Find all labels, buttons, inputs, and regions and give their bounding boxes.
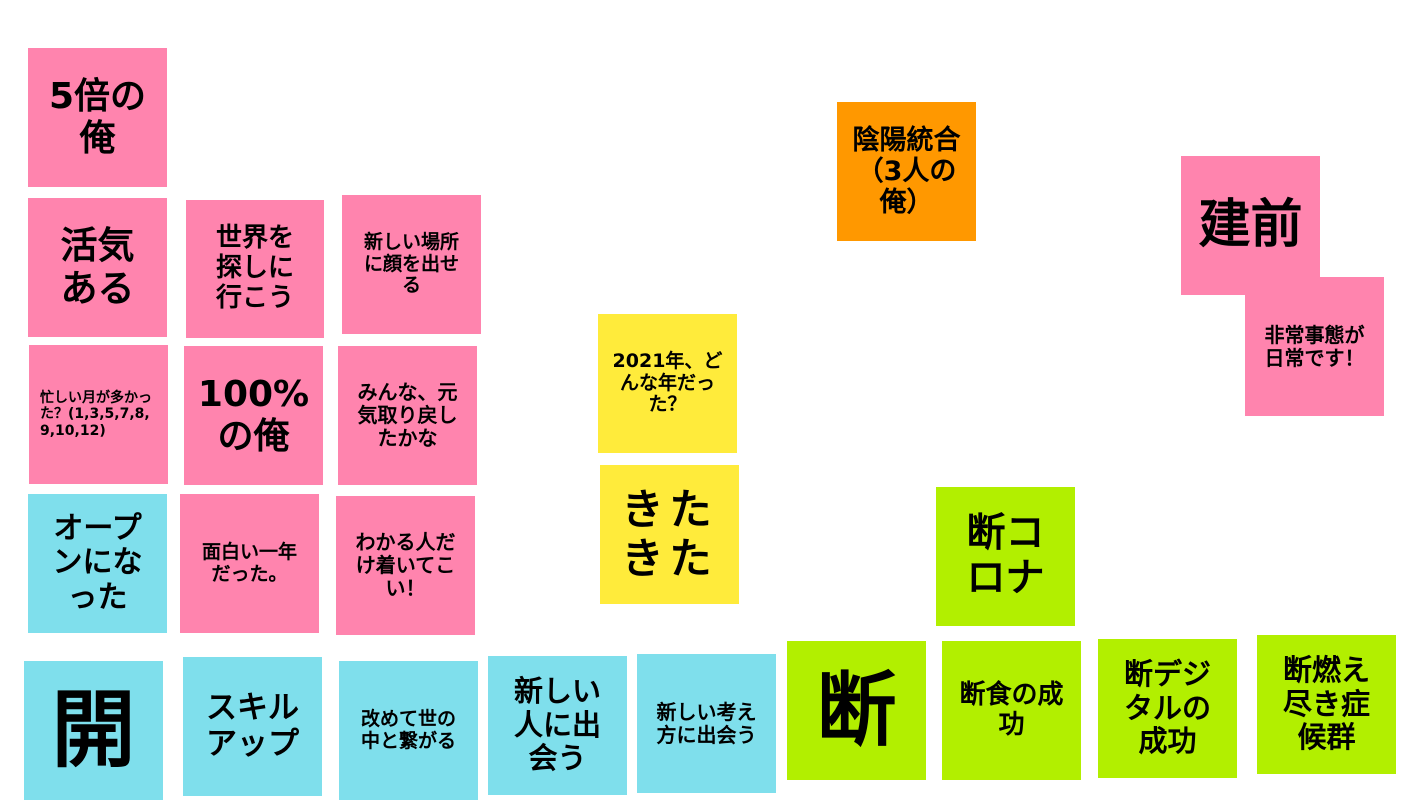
sticky-note-100-percent[interactable]: 100%の俺 xyxy=(184,346,323,485)
sticky-note-text: 開 xyxy=(51,681,136,780)
sticky-note-text: 断燃え尽き症候群 xyxy=(1282,653,1370,755)
sticky-note-tatemae[interactable]: 建前 xyxy=(1181,156,1320,295)
sticky-note-text: 新しい考え方に出会う xyxy=(656,699,757,747)
sticky-note-skill-up[interactable]: スキルアップ xyxy=(183,657,322,796)
sticky-note-atarashii-kangae[interactable]: 新しい考え方に出会う xyxy=(637,654,776,793)
sticky-note-text: 建前 xyxy=(1198,194,1303,255)
sticky-note-text: 新しい人に出会う xyxy=(513,674,601,776)
sticky-note-text: 断食の成功 xyxy=(959,679,1064,740)
sticky-note-text: 面白い一年だった。 xyxy=(201,540,297,585)
sticky-note-text: 非常事態が日常です！ xyxy=(1264,322,1365,370)
sticky-note-text: 断デジタルの成功 xyxy=(1123,657,1211,759)
sticky-note-kitakita[interactable]: きたきた xyxy=(600,465,739,604)
sticky-note-dan[interactable]: 断 xyxy=(787,641,926,780)
sticky-note-dan-corona[interactable]: 断コロナ xyxy=(936,487,1075,626)
sticky-note-dan-digital[interactable]: 断デジタルの成功 xyxy=(1098,639,1237,778)
sticky-note-aratamete-yo[interactable]: 改めて世の中と繋がる xyxy=(339,661,478,800)
sticky-note-text: スキルアップ xyxy=(206,689,299,762)
sticky-note-hijou-jitai[interactable]: 非常事態が日常です！ xyxy=(1245,277,1384,416)
sticky-note-isogashii-tsuki[interactable]: 忙しい月が多かった？(1,3,5,7,8,9,10,12) xyxy=(29,345,168,484)
sticky-note-kakki-aru[interactable]: 活気ある xyxy=(28,198,167,337)
sticky-note-text: みんな、元気取り戻したかな xyxy=(357,380,458,450)
sticky-note-text: 改めて世の中と繋がる xyxy=(360,707,456,752)
sticky-note-wakaru-hito[interactable]: わかる人だけ着いてこい！ xyxy=(336,496,475,635)
sticky-note-kai[interactable]: 開 xyxy=(24,661,163,800)
sticky-note-2021[interactable]: 2021年、どんな年だった？ xyxy=(598,314,737,453)
sticky-note-text: 忙しい月が多かった？(1,3,5,7,8,9,10,12) xyxy=(40,390,152,439)
sticky-note-text: 新しい場所に顔を出せる xyxy=(363,230,459,297)
sticky-note-5bai-no-ore[interactable]: 5倍の俺 xyxy=(28,48,167,187)
sticky-note-text: 2021年、どんな年だった？ xyxy=(612,349,723,416)
sticky-note-open-ni-natta[interactable]: オープンになった xyxy=(28,494,167,633)
sticky-note-omoshiroi-ichinen[interactable]: 面白い一年だった。 xyxy=(180,494,319,633)
sticky-note-inyou-tougou[interactable]: 陰陽統合（3人の俺） xyxy=(837,102,976,241)
sticky-note-text: 100%の俺 xyxy=(197,374,310,457)
sticky-note-text: 断コロナ xyxy=(966,510,1045,601)
sticky-note-text: 断 xyxy=(816,663,897,757)
sticky-note-atarashii-hito[interactable]: 新しい人に出会う xyxy=(488,656,627,795)
sticky-note-danjiki[interactable]: 断食の成功 xyxy=(942,641,1081,780)
sticky-note-text: 世界を探しに行こう xyxy=(215,223,294,313)
sticky-note-text: 活気ある xyxy=(60,223,135,310)
sticky-note-text: 陰陽統合（3人の俺） xyxy=(852,124,961,219)
sticky-note-sekai-wo-sagashi[interactable]: 世界を探しに行こう xyxy=(186,200,324,338)
sticky-note-text: きたきた xyxy=(621,485,718,583)
sticky-note-text: オープンになった xyxy=(52,510,143,615)
sticky-note-minna-genki[interactable]: みんな、元気取り戻したかな xyxy=(338,346,477,485)
sticky-note-atarashii-basho[interactable]: 新しい場所に顔を出せる xyxy=(342,195,481,334)
sticky-note-dan-moetsuki[interactable]: 断燃え尽き症候群 xyxy=(1257,635,1396,774)
sticky-note-text: わかる人だけ着いてこい！ xyxy=(355,530,456,600)
sticky-note-text: 5倍の俺 xyxy=(48,76,147,159)
